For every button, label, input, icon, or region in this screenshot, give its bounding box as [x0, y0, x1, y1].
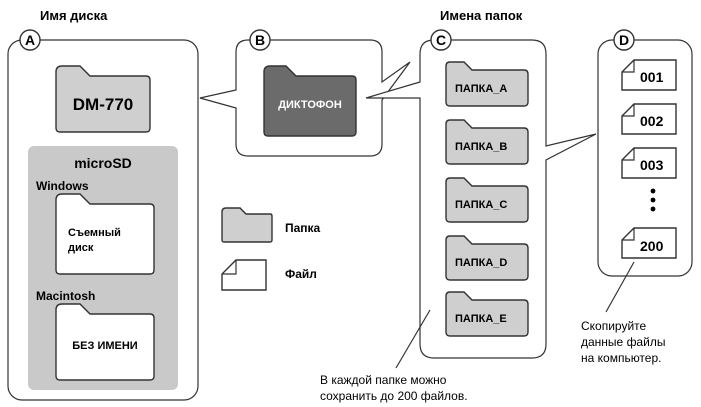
- file-003-label: 003: [640, 157, 664, 173]
- copy-note-line2: данные файлы: [581, 335, 665, 349]
- windows-label: Windows: [36, 179, 89, 193]
- copy-leader: [605, 261, 635, 313]
- panel-a-letter-badge: [19, 29, 41, 51]
- panel-c-letter: C: [436, 32, 446, 48]
- folder-e: ПАПКА_E: [445, 291, 529, 337]
- removable-disk-label-line1: Съемный: [68, 227, 121, 239]
- folder-e-label: ПАПКА_E: [455, 313, 507, 325]
- file-002: 002: [621, 103, 677, 135]
- file-001: 001: [621, 59, 677, 91]
- folder-c: ПАПКА_C: [445, 177, 529, 223]
- folder-a-label: ПАПКА_A: [455, 83, 507, 95]
- copy-note-line1: Скопируйте: [581, 319, 647, 333]
- legend-file-label: Файл: [285, 267, 317, 281]
- panel-c-letter-badge: [430, 29, 452, 51]
- panel-d-letter-badge: [613, 29, 635, 51]
- panel-b-letter-badge: [249, 29, 271, 51]
- device-folder-icon: [55, 65, 151, 133]
- removable-disk-label-line2: диск: [68, 242, 94, 254]
- file-003: 003: [621, 147, 677, 179]
- device-folder-label: DM-770: [73, 95, 133, 114]
- ellipsis-dots: [650, 188, 656, 212]
- panel-a: A DM-770 microSD Windows Съемный диск Ma…: [7, 29, 199, 401]
- folder-capacity-note-line1: В каждой папке можно: [320, 373, 447, 387]
- recorder-folder-icon: [263, 65, 357, 137]
- folder-d: ПАПКА_D: [445, 235, 529, 281]
- file-200-label: 200: [640, 238, 664, 254]
- copy-note-line3: на компьютер.: [581, 351, 661, 365]
- file-001-label: 001: [640, 69, 664, 85]
- folder-capacity-leader: [395, 309, 431, 369]
- legend: Папка Файл: [221, 207, 321, 291]
- macintosh-label: Macintosh: [36, 289, 95, 303]
- folder-b: ПАПКА_B: [445, 119, 529, 165]
- folder-d-label: ПАПКА_D: [455, 257, 507, 269]
- no-name-folder-label: БЕЗ ИМЕНИ: [72, 340, 138, 352]
- panel-c: C ПАПКА_A ПАПКА_B ПАПКА_C ПАПКА_D ПАПКА_…: [365, 29, 597, 359]
- recorder-folder-label: ДИКТОФОН: [278, 99, 342, 111]
- microsd-section: microSD Windows Съемный диск Macintosh Б…: [28, 146, 178, 390]
- folder-names-heading: Имена папок: [440, 8, 523, 23]
- legend-file-icon: [221, 259, 267, 291]
- panel-d-letter: D: [619, 32, 629, 48]
- disk-name-heading: Имя диска: [40, 8, 108, 23]
- folder-b-label: ПАПКА_B: [455, 141, 507, 153]
- folder-capacity-note-line2: сохранить до 200 файлов.: [320, 389, 468, 403]
- folder-a: ПАПКА_A: [445, 61, 529, 107]
- legend-folder-label: Папка: [285, 221, 321, 235]
- microsd-title: microSD: [74, 155, 132, 171]
- no-name-folder-icon: [55, 303, 155, 381]
- panel-b-letter: B: [255, 32, 265, 48]
- legend-folder-icon: [221, 207, 273, 243]
- panel-a-letter: A: [25, 32, 35, 48]
- removable-disk-folder-icon: [55, 193, 155, 275]
- folder-c-label: ПАПКА_C: [455, 199, 507, 211]
- panel-b: B ДИКТОФОН: [199, 29, 411, 157]
- file-200: 200: [621, 227, 677, 259]
- file-002-label: 002: [640, 113, 664, 129]
- panel-d: D 001 002 003 200: [597, 29, 693, 277]
